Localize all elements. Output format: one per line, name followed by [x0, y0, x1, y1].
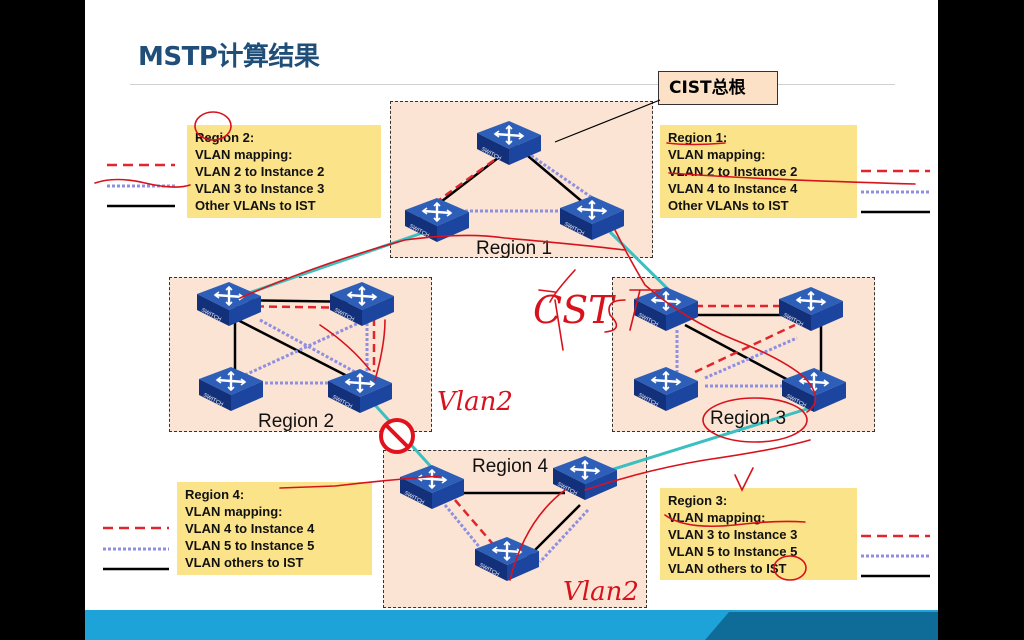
switch-icon [632, 365, 700, 413]
region-1-label: Region 1 [476, 238, 552, 259]
note-line: VLAN 2 to Instance 2 [195, 164, 325, 179]
footer-accent [729, 612, 938, 640]
note-line: VLAN others to IST [668, 561, 787, 576]
note-line: Region 3: [668, 493, 728, 508]
legend-region1 [861, 169, 930, 214]
cist-pointer [554, 99, 661, 143]
switch-icon [197, 365, 265, 413]
region-3-note: Region 3: VLAN mapping: VLAN 3 to Instan… [660, 488, 857, 580]
pen-annotations [94, 111, 916, 581]
region-4-label: Region 4 [472, 456, 548, 477]
switch-icon [195, 280, 263, 328]
note-line: VLAN mapping: [668, 510, 766, 525]
region-2-label: Region 2 [258, 411, 334, 432]
legend-region4 [103, 526, 169, 571]
vlan2-annotation-region4: Vlan2 [563, 577, 639, 607]
note-line: VLAN 3 to Instance 3 [195, 181, 325, 196]
footer-wedge [705, 612, 729, 640]
switch-icon [777, 285, 845, 333]
switch-icon [558, 194, 626, 242]
note-line: VLAN mapping: [185, 504, 283, 519]
note-line: VLAN 4 to Instance 4 [668, 181, 798, 196]
cst-annotation: CST [533, 288, 616, 332]
note-line: Other VLANs to IST [195, 198, 316, 213]
note-line: VLAN mapping: [195, 147, 293, 162]
note-line: Region 4: [185, 487, 245, 502]
cist-root-callout: CIST总根 [658, 71, 778, 105]
title-divider [130, 84, 895, 85]
blocked-port-icon [379, 418, 415, 454]
switch-icon [632, 285, 700, 333]
note-line: VLAN 5 to Instance 5 [668, 544, 798, 559]
note-line: Other VLANs to IST [668, 198, 789, 213]
note-line: VLAN 5 to Instance 5 [185, 538, 315, 553]
note-line: Region 1: [668, 130, 728, 145]
switch-icon [398, 463, 466, 511]
region-4-note: Region 4: VLAN mapping: VLAN 4 to Instan… [177, 482, 372, 575]
topology-diagram: SWITCH [94, 99, 930, 607]
region-1-note: Region 1: VLAN mapping: VLAN 2 to Instan… [660, 125, 857, 218]
note-line: VLAN mapping: [668, 147, 766, 162]
region-3-label: Region 3 [710, 408, 786, 429]
switch-icon [326, 367, 394, 415]
note-line: VLAN 3 to Instance 3 [668, 527, 798, 542]
note-line: VLAN 4 to Instance 4 [185, 521, 315, 536]
switch-icon [328, 280, 396, 328]
page-title: MSTP计算结果 [138, 42, 320, 72]
legend-region3 [861, 534, 930, 578]
switch-icon [473, 535, 541, 583]
slide: MSTP计算结果 Region 2: VLAN mapping: VLAN 2 … [85, 0, 938, 640]
note-line: VLAN others to IST [185, 555, 304, 570]
vlan2-annotation-region2: Vlan2 [437, 387, 513, 417]
region-2-note: Region 2: VLAN mapping: VLAN 2 to Instan… [187, 125, 381, 218]
legend-region2 [107, 163, 175, 208]
